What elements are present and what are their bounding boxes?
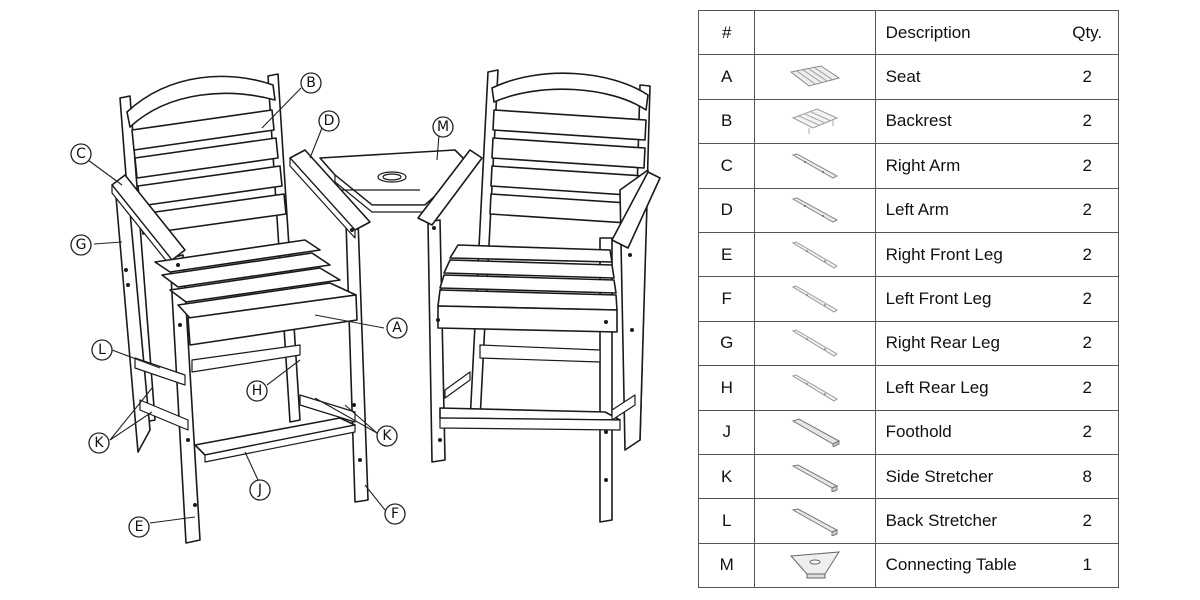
callout-label: J (257, 482, 262, 498)
part-quantity: 8 (1056, 453, 1120, 500)
stretcher-icon (754, 498, 876, 544)
part-letter: A (697, 54, 756, 100)
header-number: # (697, 9, 756, 56)
callout-label: E (135, 519, 144, 535)
part-description: Right Arm (875, 143, 1057, 189)
stretcher-icon (754, 453, 876, 500)
part-letter: K (697, 453, 756, 500)
callout-label: K (94, 435, 104, 451)
foothold-icon (754, 409, 876, 455)
part-description: Right Rear Leg (875, 320, 1057, 367)
callout-C: C (70, 143, 92, 165)
leg-icon (754, 276, 876, 322)
part-quantity: 2 (1056, 409, 1120, 455)
left-chair-drawing (111, 73, 371, 544)
part-description: Right Front Leg (875, 231, 1057, 278)
part-letter: M (697, 542, 756, 589)
part-description: Left Rear Leg (875, 365, 1057, 411)
part-letter: J (697, 409, 756, 455)
part-quantity: 2 (1056, 365, 1120, 411)
part-quantity: 2 (1056, 498, 1120, 544)
part-description: Left Front Leg (875, 276, 1057, 322)
part-description: Side Stretcher (875, 453, 1057, 500)
part-letter: L (697, 498, 756, 544)
part-description: Foothold (875, 409, 1057, 455)
part-letter: B (697, 98, 756, 145)
seat-icon (754, 54, 876, 100)
callout-L: L (91, 339, 113, 361)
callout-label: M (437, 119, 449, 135)
right-chair-drawing (417, 69, 661, 523)
callout-label: C (76, 146, 86, 162)
backrest-icon (754, 98, 876, 145)
callout-K-right: K (376, 425, 398, 447)
callout-label: F (391, 506, 399, 522)
callout-J: J (249, 479, 271, 501)
part-description: Seat (875, 54, 1057, 100)
table-header-row: # Description Qty. (697, 9, 1120, 56)
part-quantity: 2 (1056, 143, 1120, 189)
callout-K-left: K (88, 432, 110, 454)
leg-icon (754, 231, 876, 278)
header-description: Description (875, 9, 1057, 56)
header-thumbnail (754, 9, 876, 56)
part-letter: D (697, 187, 756, 233)
part-description: Backrest (875, 98, 1057, 145)
part-quantity: 1 (1056, 542, 1120, 589)
callout-H: H (246, 380, 268, 402)
callout-label: H (252, 383, 263, 399)
callout-label: G (76, 237, 87, 253)
part-description: Back Stretcher (875, 498, 1057, 544)
callout-label: B (306, 75, 316, 91)
callout-label: A (392, 320, 402, 336)
callout-F: F (384, 503, 406, 525)
part-description: Left Arm (875, 187, 1057, 233)
callout-M: M (432, 116, 454, 138)
callout-label: D (324, 113, 335, 129)
callout-label: L (98, 342, 106, 358)
part-description: Connecting Table (875, 542, 1057, 589)
callout-B: B (300, 72, 322, 94)
leg-icon (754, 320, 876, 367)
part-letter: G (697, 320, 756, 367)
callout-D: D (318, 110, 340, 132)
part-letter: H (697, 365, 756, 411)
part-quantity: 2 (1056, 276, 1120, 322)
leader-lines (87, 87, 440, 524)
part-letter: F (697, 276, 756, 322)
arm-icon (754, 187, 876, 233)
connecting-table-drawing (319, 149, 471, 213)
table-icon (754, 542, 876, 589)
part-quantity: 2 (1056, 98, 1120, 145)
part-letter: C (697, 143, 756, 189)
callout-G: G (70, 234, 92, 256)
part-quantity: 2 (1056, 320, 1120, 367)
leg-icon (754, 365, 876, 411)
callout-label: K (382, 428, 392, 444)
callout-A: A (386, 317, 408, 339)
part-quantity: 2 (1056, 231, 1120, 278)
part-quantity: 2 (1056, 187, 1120, 233)
header-quantity: Qty. (1056, 9, 1120, 56)
part-quantity: 2 (1056, 54, 1120, 100)
callout-E: E (128, 516, 150, 538)
part-letter: E (697, 231, 756, 278)
arm-icon (754, 143, 876, 189)
chair-assembly-drawing: B D M C G A L H (70, 69, 661, 544)
